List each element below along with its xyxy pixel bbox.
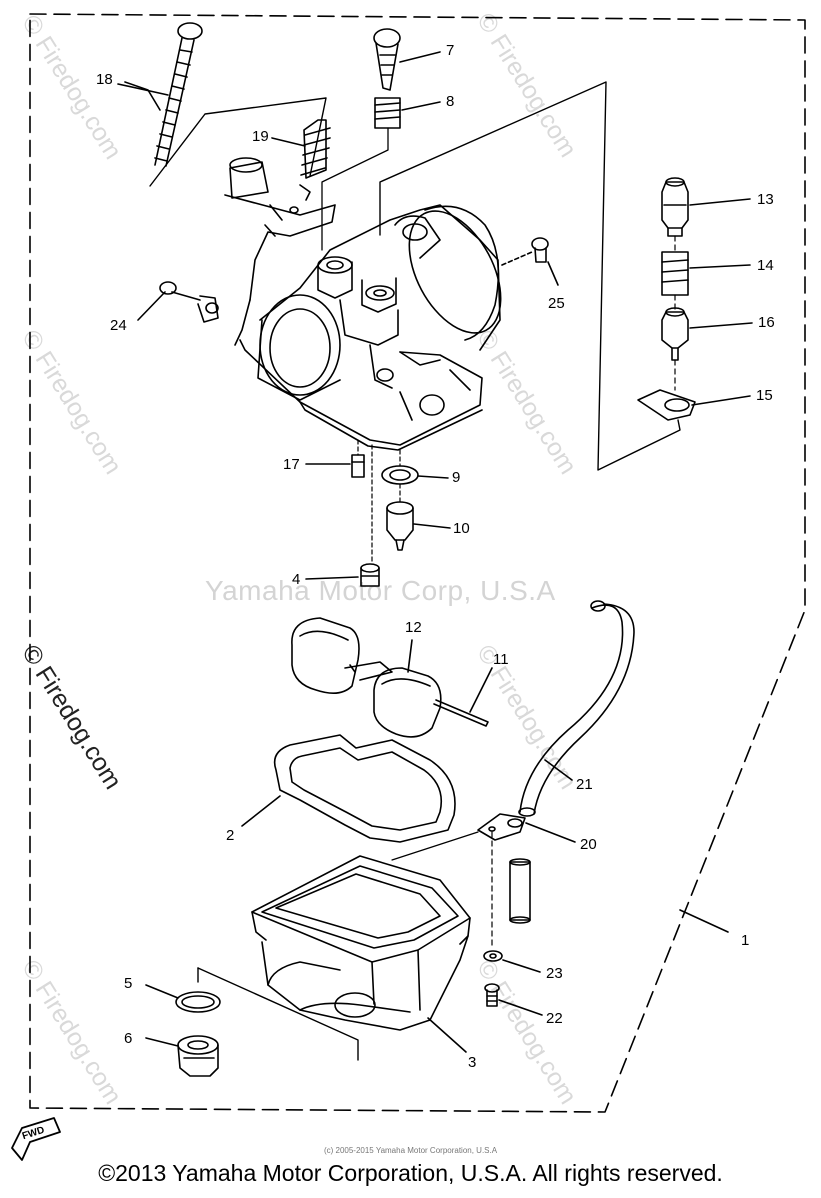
part-14-spring (661, 251, 689, 296)
part-5-o-ring (175, 991, 221, 1013)
callout-12: 12 (405, 619, 422, 636)
leader-4 (305, 576, 359, 580)
callout-6: 6 (124, 1030, 133, 1047)
callout-16: 16 (758, 314, 775, 331)
part-8-spring (374, 97, 401, 129)
leader-9 (417, 475, 449, 479)
copyright-notice: ©2013 Yamaha Motor Corporation, U.S.A. A… (98, 1160, 723, 1186)
leader-22 (498, 999, 543, 1016)
leader-20 (525, 822, 576, 843)
leader-25 (547, 261, 559, 286)
part-13-fitting (661, 177, 689, 237)
callout-7: 7 (446, 42, 455, 59)
part-9-washer (381, 465, 419, 485)
part-21-drain-hose (518, 600, 635, 817)
leader-6 (145, 1037, 179, 1047)
part-25-screw (501, 237, 549, 266)
leader-5 (145, 984, 179, 999)
leader-21 (544, 759, 573, 781)
leader-14 (689, 264, 751, 269)
callout-17: 17 (283, 456, 300, 473)
callout-5: 5 (124, 975, 133, 992)
callout-25: 25 (548, 295, 565, 312)
leader-2 (241, 795, 281, 827)
callout-22: 22 (546, 1010, 563, 1027)
part-15-gasket (637, 389, 696, 421)
small-copyright-notice: (c) 2005-2015 Yamaha Motor Corporation, … (323, 1146, 498, 1155)
callout-23: 23 (546, 965, 563, 982)
callout-3: 3 (468, 1054, 477, 1071)
leader-3 (427, 1017, 467, 1053)
callout-2: 2 (226, 827, 235, 844)
callout-8: 8 (446, 93, 455, 110)
fwd-arrow-icon (11, 1117, 61, 1161)
leader-23 (502, 959, 541, 973)
part-3-float-bowl (251, 855, 471, 1031)
callout-14: 14 (757, 257, 774, 274)
part-23-washer (483, 950, 503, 962)
carburetor-body (224, 157, 502, 451)
part-6-drain-plug (177, 1035, 219, 1077)
yamaha-corp-watermark: Yamaha Motor Corp, U.S.A (205, 575, 556, 606)
leader-1 (679, 909, 729, 933)
part-10-valve-seat (386, 501, 414, 551)
leader-12 (407, 639, 413, 673)
callout-19: 19 (252, 128, 269, 145)
callout-10: 10 (453, 520, 470, 537)
part-12-float (291, 617, 442, 738)
assembly-boundary (29, 13, 806, 1113)
leader-7 (399, 51, 441, 63)
callout-1: 1 (741, 932, 750, 949)
leader-15 (691, 395, 751, 406)
leader-24 (137, 291, 166, 321)
callout-21: 21 (576, 776, 593, 793)
callout-18: 18 (96, 71, 113, 88)
leader-10 (413, 523, 451, 529)
leader-11 (469, 667, 493, 713)
leader-19 (271, 137, 306, 147)
callout-24: 24 (110, 317, 127, 334)
callout-15: 15 (756, 387, 773, 404)
callout-11: 11 (493, 651, 509, 668)
part-4-main-jet (360, 563, 380, 587)
part-2-gasket (273, 734, 456, 843)
part-11-needle (433, 699, 489, 727)
leader-18 (117, 83, 169, 96)
part-16-jet (661, 307, 689, 361)
part-24-screw (159, 281, 219, 323)
part-22-screw (484, 983, 500, 1007)
leader-13 (689, 198, 751, 206)
callout-4: 4 (292, 571, 301, 588)
leader-16 (689, 322, 753, 329)
part-20-plate (477, 813, 526, 841)
part-drain-tube (509, 858, 531, 924)
part-17-pin (351, 454, 365, 478)
callout-13: 13 (757, 191, 774, 208)
callout-20: 20 (580, 836, 597, 853)
callout-9: 9 (452, 469, 461, 486)
leader-8 (401, 101, 441, 111)
part-19-spring (300, 119, 331, 179)
part-7-screw (373, 28, 401, 91)
